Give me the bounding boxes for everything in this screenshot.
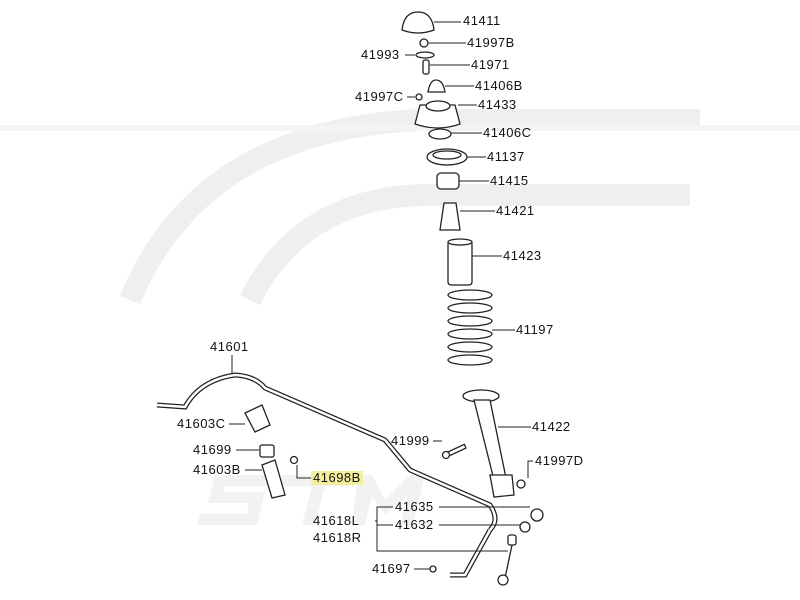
part-label-41999[interactable]: 41999 (391, 433, 430, 448)
part-label-41406B[interactable]: 41406B (475, 78, 523, 93)
watermark-letters (197, 475, 425, 525)
part-label-41406C[interactable]: 41406C (483, 125, 532, 140)
part-label-41197[interactable]: 41197 (516, 322, 554, 337)
leader-lines (229, 21, 533, 570)
part-label-41411[interactable]: 41411 (463, 13, 501, 28)
part-label-41997B[interactable]: 41997B (467, 35, 515, 50)
part-label-41603C[interactable]: 41603C (177, 416, 226, 431)
part-label-41635[interactable]: 41635 (395, 499, 434, 514)
part-label-41632[interactable]: 41632 (395, 517, 434, 532)
part-label-41618R[interactable]: 41618R (313, 530, 362, 545)
part-label-41699[interactable]: 41699 (193, 442, 232, 457)
part-label-41137[interactable]: 41137 (487, 149, 525, 164)
part-label-41415[interactable]: 41415 (490, 173, 529, 188)
part-label-41603B[interactable]: 41603B (193, 462, 241, 477)
watermark-logo (119, 109, 700, 306)
part-label-41423[interactable]: 41423 (503, 248, 542, 263)
part-label-41422[interactable]: 41422 (532, 419, 571, 434)
part-label-41433[interactable]: 41433 (478, 97, 517, 112)
part-label-41618L[interactable]: 41618L (313, 513, 360, 528)
part-label-41697[interactable]: 41697 (372, 561, 411, 576)
part-label-41971[interactable]: 41971 (471, 57, 510, 72)
part-label-41997D[interactable]: 41997D (535, 453, 584, 468)
part-label-41421[interactable]: 41421 (496, 203, 535, 218)
part-label-41997C[interactable]: 41997C (355, 89, 404, 104)
part-label-41993[interactable]: 41993 (361, 47, 400, 62)
part-label-41601[interactable]: 41601 (210, 339, 249, 354)
part-label-41698B-highlighted[interactable]: 41698B (311, 470, 363, 485)
